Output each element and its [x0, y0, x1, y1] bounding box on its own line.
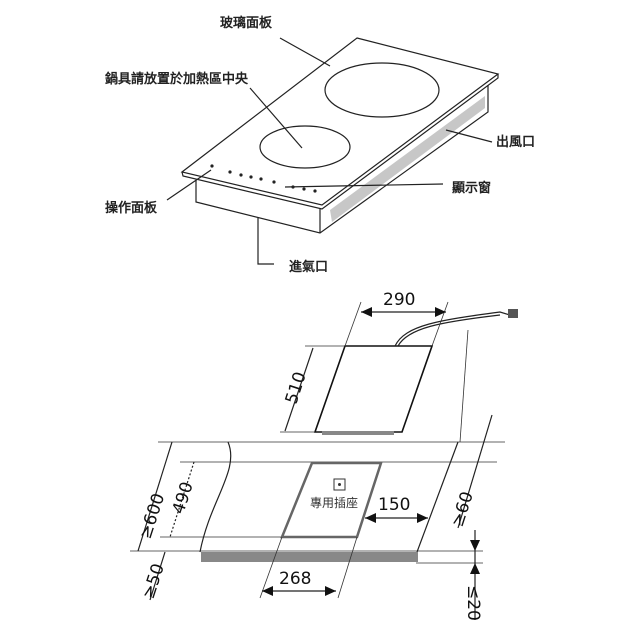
- plug-icon: [508, 309, 518, 318]
- arrowhead: [361, 307, 372, 317]
- label-glass-panel: 玻璃面板: [220, 15, 273, 31]
- ext-line: [259, 536, 283, 599]
- dim-front-margin: ≥50: [139, 561, 169, 601]
- ext-line: [337, 536, 358, 599]
- hob-base: [322, 431, 394, 435]
- leader-glass-panel: [279, 37, 331, 67]
- counter-front-strip: [201, 552, 418, 562]
- label-place-cookware: 鍋具請放置於加熱區中央: [105, 71, 249, 87]
- cooktop-illustration: 玻璃面板 鍋具請放置於加熱區中央 出風口 顯示窗 操作面板 進氣口: [105, 15, 535, 275]
- dim-counter-depth: ≥600: [136, 491, 169, 542]
- ext-line: [431, 301, 449, 347]
- dim-600-arrow: [137, 441, 173, 552]
- dim-thickness: ≤20: [463, 585, 483, 621]
- control-buttons: [210, 164, 317, 193]
- leader-air-outlet: [445, 129, 493, 143]
- socket-icon: [333, 478, 346, 491]
- arrowhead: [470, 540, 480, 551]
- dim-socket-offset: 150: [378, 495, 410, 515]
- arrowhead: [470, 563, 480, 574]
- small-burner-zone: [259, 125, 351, 169]
- power-cord-2: [397, 314, 501, 347]
- installation-diagram: 290 510 專用插座 150 268 ≥600: [130, 290, 518, 621]
- leader-control-panel: [166, 169, 212, 201]
- dim-side-margin: ≥60: [448, 489, 478, 529]
- dim-depth: 510: [282, 370, 311, 407]
- leader-display: [284, 183, 444, 188]
- vent-grille: [330, 96, 485, 222]
- hob-outline: [313, 345, 434, 433]
- socket-label: 專用插座: [310, 495, 358, 510]
- label-control-panel: 操作面板: [105, 200, 158, 216]
- dim-510-arrow: [284, 347, 314, 432]
- arrowhead: [417, 513, 428, 523]
- counter-right-edge: [416, 441, 459, 553]
- label-air-outlet: 出風口: [496, 134, 535, 150]
- counter-break-line: [199, 441, 232, 553]
- dim-width: 290: [383, 290, 415, 310]
- arrowhead: [435, 307, 446, 317]
- dim-cutout-width: 268: [279, 569, 311, 589]
- leader-cookware: [249, 87, 303, 149]
- dim-60-arrow: [457, 414, 493, 529]
- arrowhead: [325, 586, 336, 596]
- ext-line: [459, 329, 469, 443]
- arrowhead: [365, 513, 376, 523]
- large-burner-zone: [324, 62, 440, 118]
- arrowhead: [262, 586, 273, 596]
- dim-50-arrow: [149, 551, 166, 601]
- label-display-window: 顯示窗: [452, 180, 491, 196]
- glass-panel-surface: [180, 37, 500, 206]
- ext-line: [344, 301, 362, 347]
- leader-air-inlet: [257, 218, 274, 265]
- power-cord: [394, 311, 514, 347]
- label-air-inlet: 進氣口: [289, 259, 328, 275]
- dim-490-arrow: [169, 461, 195, 538]
- glass-panel-edge: [181, 74, 499, 210]
- dim-cutout-depth: 490: [169, 480, 198, 517]
